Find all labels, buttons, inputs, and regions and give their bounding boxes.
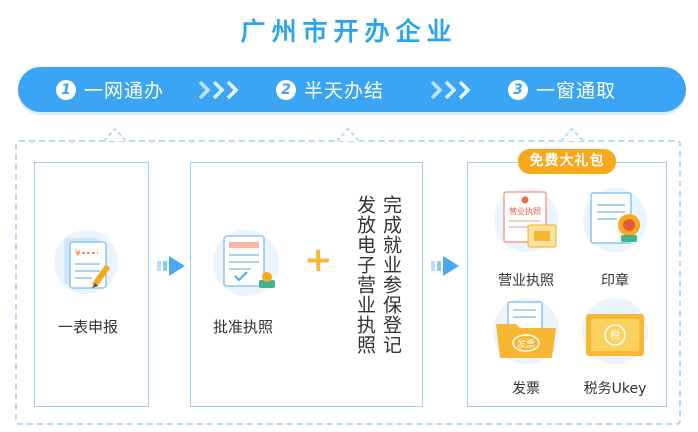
ukey-icon-text: 税 [610, 329, 620, 342]
invoice-icon-text: 发票 [517, 338, 535, 350]
approve-label: 批准执照 [213, 318, 274, 336]
step-number: 2 [276, 79, 296, 100]
step-label: 一窗通取 [536, 80, 617, 102]
step-1: 1 一网通办 [56, 67, 164, 112]
business-license-icon: 营业执照 [494, 188, 558, 252]
triple-chevron-icon [198, 80, 239, 100]
step-number: 1 [56, 79, 76, 100]
seal-icon [583, 188, 647, 252]
triple-chevron-icon [430, 80, 471, 100]
form-icon: ¥ [54, 230, 118, 294]
vertical-text-right: 完成就业参保登记 [380, 195, 402, 355]
pointer-notch [104, 127, 126, 142]
vertical-text: 完成就业参保登记 发放电子营业执照 [344, 195, 404, 375]
invoice-folder-icon: 发票 [493, 298, 559, 364]
step-label: 半天办结 [304, 80, 385, 102]
license-icon-text: 营业执照 [509, 206, 541, 216]
gift-item-label: 发票 [512, 381, 540, 397]
gift-item-label: 税务Ukey [583, 381, 647, 397]
svg-text:¥: ¥ [75, 249, 81, 259]
gift-item-label: 印章 [601, 273, 629, 289]
pointer-notch [561, 127, 583, 142]
pointer-notch [337, 127, 359, 142]
apply-card [34, 162, 149, 407]
gift-badge: 免费大礼包 [518, 149, 616, 174]
steps-banner: 1 一网通办 2 半天办结 3 一窗通取 [18, 67, 686, 112]
gift-item-label: 营业执照 [498, 273, 554, 289]
step-label: 一网通办 [84, 80, 165, 102]
apply-label: 一表申报 [58, 318, 119, 336]
arrow-right-icon [157, 256, 185, 276]
step-3: 3 一窗通取 [508, 67, 616, 112]
step-2: 2 半天办结 [276, 67, 384, 112]
vertical-text-left: 发放电子营业执照 [354, 195, 376, 355]
license-document-icon [213, 230, 279, 296]
step-number: 3 [508, 79, 528, 100]
arrow-right-icon [431, 256, 459, 276]
page-title: 广州市开办企业 [240, 17, 458, 46]
plus-icon: + [304, 240, 333, 280]
tax-ukey-icon: 税 [582, 298, 648, 364]
